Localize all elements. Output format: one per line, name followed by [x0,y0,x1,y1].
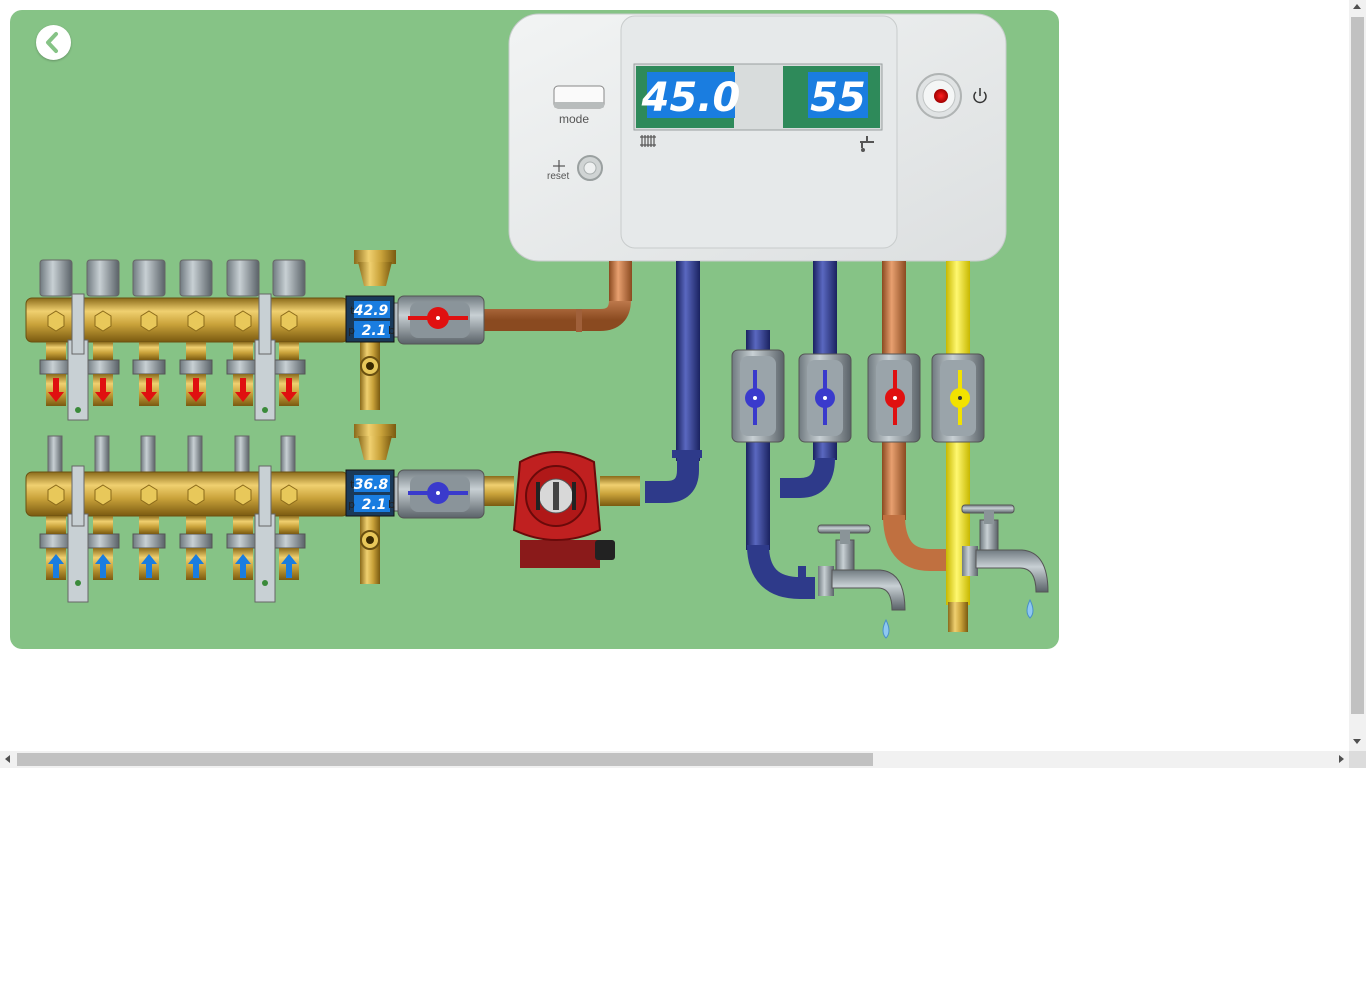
vertical-scrollbar[interactable] [1349,0,1366,751]
valve-cold-right[interactable] [798,353,852,443]
power-button[interactable] [916,73,962,119]
scroll-left-icon[interactable] [5,755,10,763]
heating-scene: 45.0 55 [10,10,1059,649]
hot-water-temp-display: 55 [810,75,866,121]
viewport: 45.0 55 [10,10,1059,649]
back-arrow-icon [46,32,58,53]
heating-temp-display: 45.0 [641,75,741,121]
reset-icon [553,160,565,172]
return-temp-value: 36.8 [354,477,389,493]
hot-tap[interactable] [961,504,1049,593]
heating-return-pipe [645,261,702,503]
cold-tap[interactable] [817,524,906,611]
valve-hot-water[interactable] [867,353,921,443]
valve-gas[interactable] [931,353,985,443]
hot-water-pipe [882,261,965,571]
return-pressure-label: p [348,498,355,511]
vertical-scroll-thumb[interactable] [1351,17,1364,714]
reset-button[interactable] [577,155,603,181]
hot-tap-drop [1026,598,1034,619]
supply-temp-label: t [350,304,355,317]
horizontal-scrollbar[interactable] [0,751,1349,768]
supply-unit-label: b [388,324,395,337]
scroll-up-icon[interactable] [1353,4,1361,9]
supply-manifold [25,250,411,421]
return-pressure-value: 2.1 [362,497,387,513]
supply-meter [345,295,395,343]
horizontal-scroll-thumb[interactable] [17,753,873,766]
scroll-down-icon[interactable] [1353,739,1361,744]
return-temp-label: t [350,478,355,491]
reset-label: reset [547,171,570,182]
mode-label: mode [559,112,590,126]
return-manifold [25,424,411,603]
circulation-pump[interactable] [480,451,640,568]
valve-cold-left[interactable] [731,349,785,443]
cold-tap-drop [882,618,890,639]
return-ball-valve[interactable] [397,469,485,519]
radiator-icon [640,135,656,147]
return-unit-label: b [388,498,395,511]
supply-ball-valve[interactable] [397,295,485,345]
return-meter [345,469,395,517]
heating-supply-pipe [480,261,632,332]
gas-pipe [946,261,970,632]
supply-pressure-label: p [348,324,355,337]
cold-water-pipe [746,261,837,599]
back-button[interactable] [36,25,71,60]
scene-graphics: 45.0 55 [25,13,1049,639]
mode-button[interactable] [553,85,605,109]
power-icon [973,88,987,104]
supply-pressure-value: 2.1 [362,323,387,339]
scrollbar-corner [1349,751,1366,768]
scroll-right-icon[interactable] [1339,755,1344,763]
supply-temp-value: 42.9 [353,303,389,319]
boiler [508,13,1007,262]
tap-icon [860,136,874,152]
